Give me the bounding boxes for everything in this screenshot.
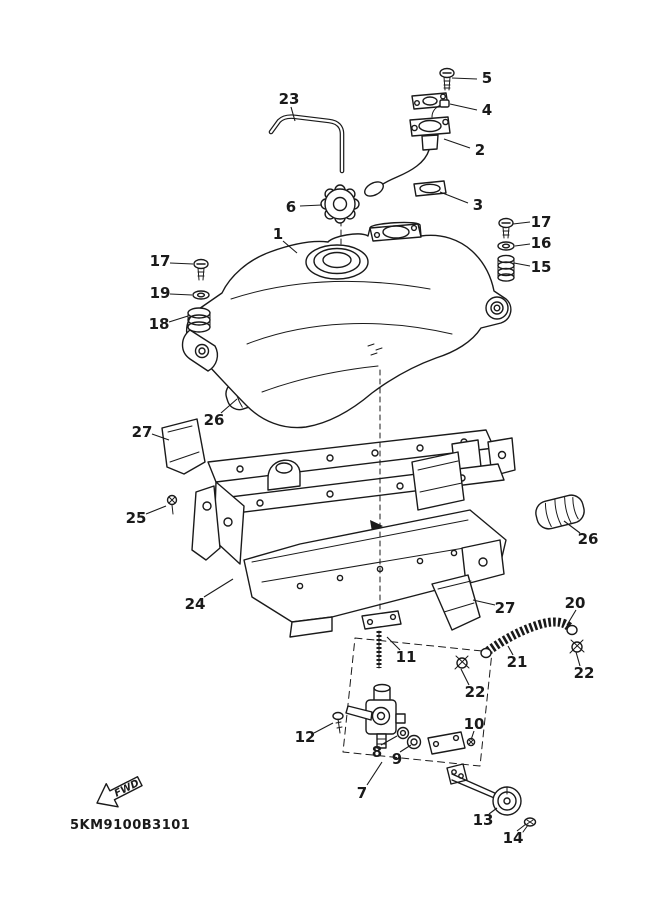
callout-8: 8	[372, 743, 382, 761]
leader-line-25	[145, 505, 167, 515]
leader-line-23	[290, 106, 296, 122]
bolt-washer-collar-right	[497, 217, 515, 282]
callout-9: 9	[392, 750, 402, 768]
washer-8	[396, 726, 410, 740]
leader-line-3	[439, 191, 469, 204]
leader-line-22	[460, 668, 470, 686]
side-panel-right	[431, 574, 481, 631]
callout-13: 13	[473, 811, 494, 829]
leader-line-6	[299, 204, 323, 207]
lever-assembly	[446, 763, 537, 833]
fuel-tank	[181, 221, 512, 429]
side-panel-left	[161, 418, 206, 475]
diagram-code: 5KM9100B3101	[70, 818, 191, 833]
leader-line-27	[151, 433, 170, 441]
bolt-washer-damper-left	[187, 258, 211, 333]
callout-2: 2	[475, 141, 485, 159]
leader-line-13	[488, 807, 498, 815]
hose-clamp-left	[454, 655, 470, 670]
petcock-plate	[427, 731, 466, 755]
sender-float	[364, 181, 384, 197]
leader-line-20	[566, 609, 577, 626]
frame-bracket-assembly	[191, 429, 516, 565]
fuel-sender-unit	[364, 67, 455, 197]
leader-line-12	[313, 722, 334, 734]
leader-line-26	[563, 520, 581, 534]
leader-line-24	[203, 578, 234, 598]
callout-10: 10	[464, 715, 485, 733]
petcock-lever	[345, 705, 373, 721]
leader-line-18	[168, 315, 189, 323]
leader-line-26	[220, 398, 238, 414]
leader-line-8	[380, 735, 398, 746]
callout-4: 4	[482, 101, 492, 119]
breather-hose	[268, 114, 345, 174]
callout-26: 26	[578, 530, 599, 548]
callout-25: 25	[126, 509, 147, 527]
leader-line-2	[443, 138, 471, 149]
callout-17: 17	[150, 252, 171, 270]
callout-20: 20	[565, 594, 586, 612]
leader-line-4	[449, 103, 478, 111]
callout-3: 3	[473, 196, 483, 214]
callout-27: 27	[132, 423, 153, 441]
callout-14: 14	[503, 829, 524, 847]
leader-line-16	[514, 243, 531, 247]
assembly-boundary-box	[342, 637, 493, 767]
callout-27: 27	[495, 599, 516, 617]
callout-24: 24	[185, 595, 206, 613]
leader-line-1	[282, 240, 298, 254]
callout-22: 22	[465, 683, 486, 701]
leader-line-14	[516, 823, 527, 832]
tank-bracket-pan	[243, 509, 507, 638]
callout-11: 11	[396, 648, 417, 666]
callout-6: 6	[286, 198, 296, 216]
callout-22: 22	[574, 664, 595, 682]
leader-line-5	[451, 77, 478, 80]
callout-5: 5	[482, 69, 492, 87]
leader-line-15	[513, 262, 531, 267]
hose-clamp-right	[569, 639, 585, 654]
callout-17: 17	[531, 213, 552, 231]
rubber-damper-right	[535, 494, 585, 530]
leader-line-21	[507, 645, 514, 656]
leader-line-17	[169, 262, 194, 265]
callout-12: 12	[295, 728, 316, 746]
petcock-assembly	[332, 610, 493, 767]
bolt-25	[166, 494, 178, 515]
leader-line-19	[169, 293, 193, 296]
leader-line-17	[512, 221, 531, 225]
callout-1: 1	[273, 225, 283, 243]
callout-23: 23	[279, 90, 300, 108]
leader-line-9	[399, 744, 412, 753]
callout-16: 16	[531, 234, 552, 252]
callout-19: 19	[150, 284, 171, 302]
leader-line-27	[472, 599, 496, 606]
fuel-cap	[320, 184, 360, 224]
callout-15: 15	[531, 258, 552, 276]
callout-7: 7	[357, 784, 367, 802]
sender-gasket-3	[413, 180, 447, 197]
screw-12	[332, 711, 344, 721]
callout-21: 21	[507, 653, 528, 671]
leader-line-11	[386, 636, 401, 651]
alignment-lines	[340, 220, 381, 613]
callout-18: 18	[149, 315, 170, 333]
leader-line-10	[470, 730, 475, 741]
leader-line-22	[575, 651, 581, 667]
callout-26: 26	[204, 411, 225, 429]
leader-line-7	[366, 761, 383, 786]
diagram-artwork: FWD	[96, 67, 585, 833]
fuel-hose	[454, 617, 585, 670]
fwd-arrow: FWD	[96, 776, 143, 808]
fwd-label: FWD	[113, 778, 141, 800]
